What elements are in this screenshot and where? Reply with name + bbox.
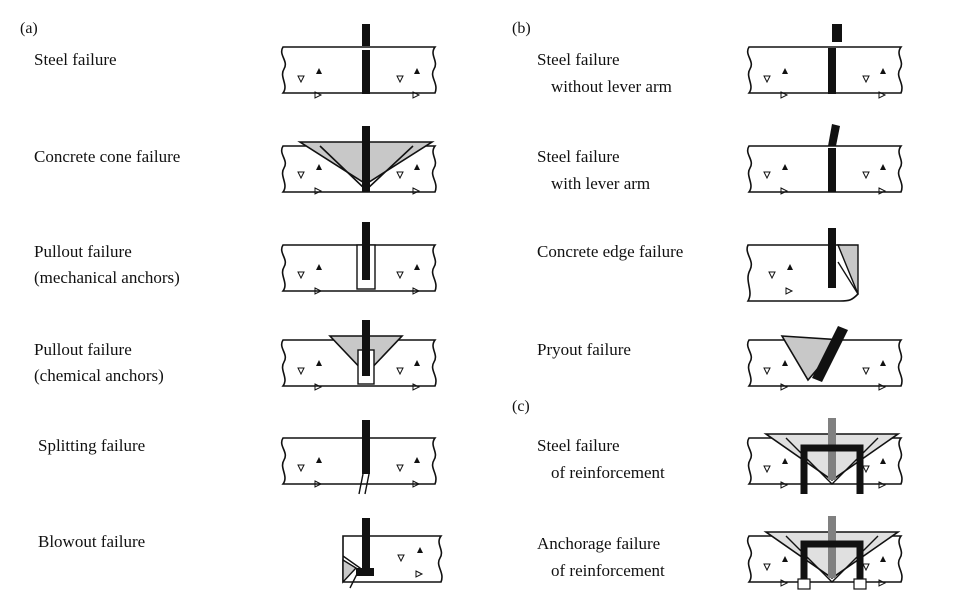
- diagram-pryout: [746, 326, 903, 391]
- panel-a-tag: (a): [20, 20, 38, 37]
- label-pullout-chem-line1: Pullout failure: [34, 340, 132, 359]
- diagram-concrete-edge: [746, 228, 859, 302]
- label-concrete-edge-failure: Concrete edge failure: [537, 242, 684, 261]
- diagram-steel-without-lever: [746, 24, 903, 99]
- label-anchorage-reinf-line2: of reinforcement: [551, 561, 665, 580]
- panel-c-tag: (c): [512, 398, 530, 415]
- label-pullout-mech-line1: Pullout failure: [34, 242, 132, 261]
- label-steel-reinf-line1: Steel failure: [537, 436, 620, 455]
- diagram-pullout-chemical: [280, 320, 437, 391]
- diagram-steel-with-lever: [746, 124, 903, 195]
- label-blowout-failure: Blowout failure: [38, 532, 146, 551]
- panel-b-tag: (b): [512, 20, 531, 37]
- label-concrete-cone-failure: Concrete cone failure: [34, 147, 181, 166]
- diagram-splitting: [280, 420, 437, 495]
- diagram-pullout-mechanical: [280, 222, 437, 295]
- label-anchorage-reinf-line1: Anchorage failure: [537, 534, 661, 553]
- label-steel-lever-line2: with lever arm: [551, 174, 651, 193]
- label-pryout-failure: Pryout failure: [537, 340, 631, 359]
- label-steel-lever-line1: Steel failure: [537, 147, 620, 166]
- label-pullout-chem-line2: (chemical anchors): [34, 366, 164, 385]
- label-steel-nolever-line2: without lever arm: [551, 77, 672, 96]
- diagram-anchorage-reinforcement: [746, 516, 903, 590]
- label-splitting-failure: Splitting failure: [38, 436, 146, 455]
- label-pullout-mech-line2: (mechanical anchors): [34, 268, 180, 287]
- label-steel-nolever-line1: Steel failure: [537, 50, 620, 69]
- diagram-blowout: [342, 518, 443, 589]
- label-steel-failure: Steel failure: [34, 50, 117, 69]
- diagram-concrete-cone: [280, 126, 437, 195]
- label-steel-reinf-line2: of reinforcement: [551, 463, 665, 482]
- diagram-steel-failure: [280, 24, 437, 99]
- diagram-steel-reinforcement: [746, 418, 903, 494]
